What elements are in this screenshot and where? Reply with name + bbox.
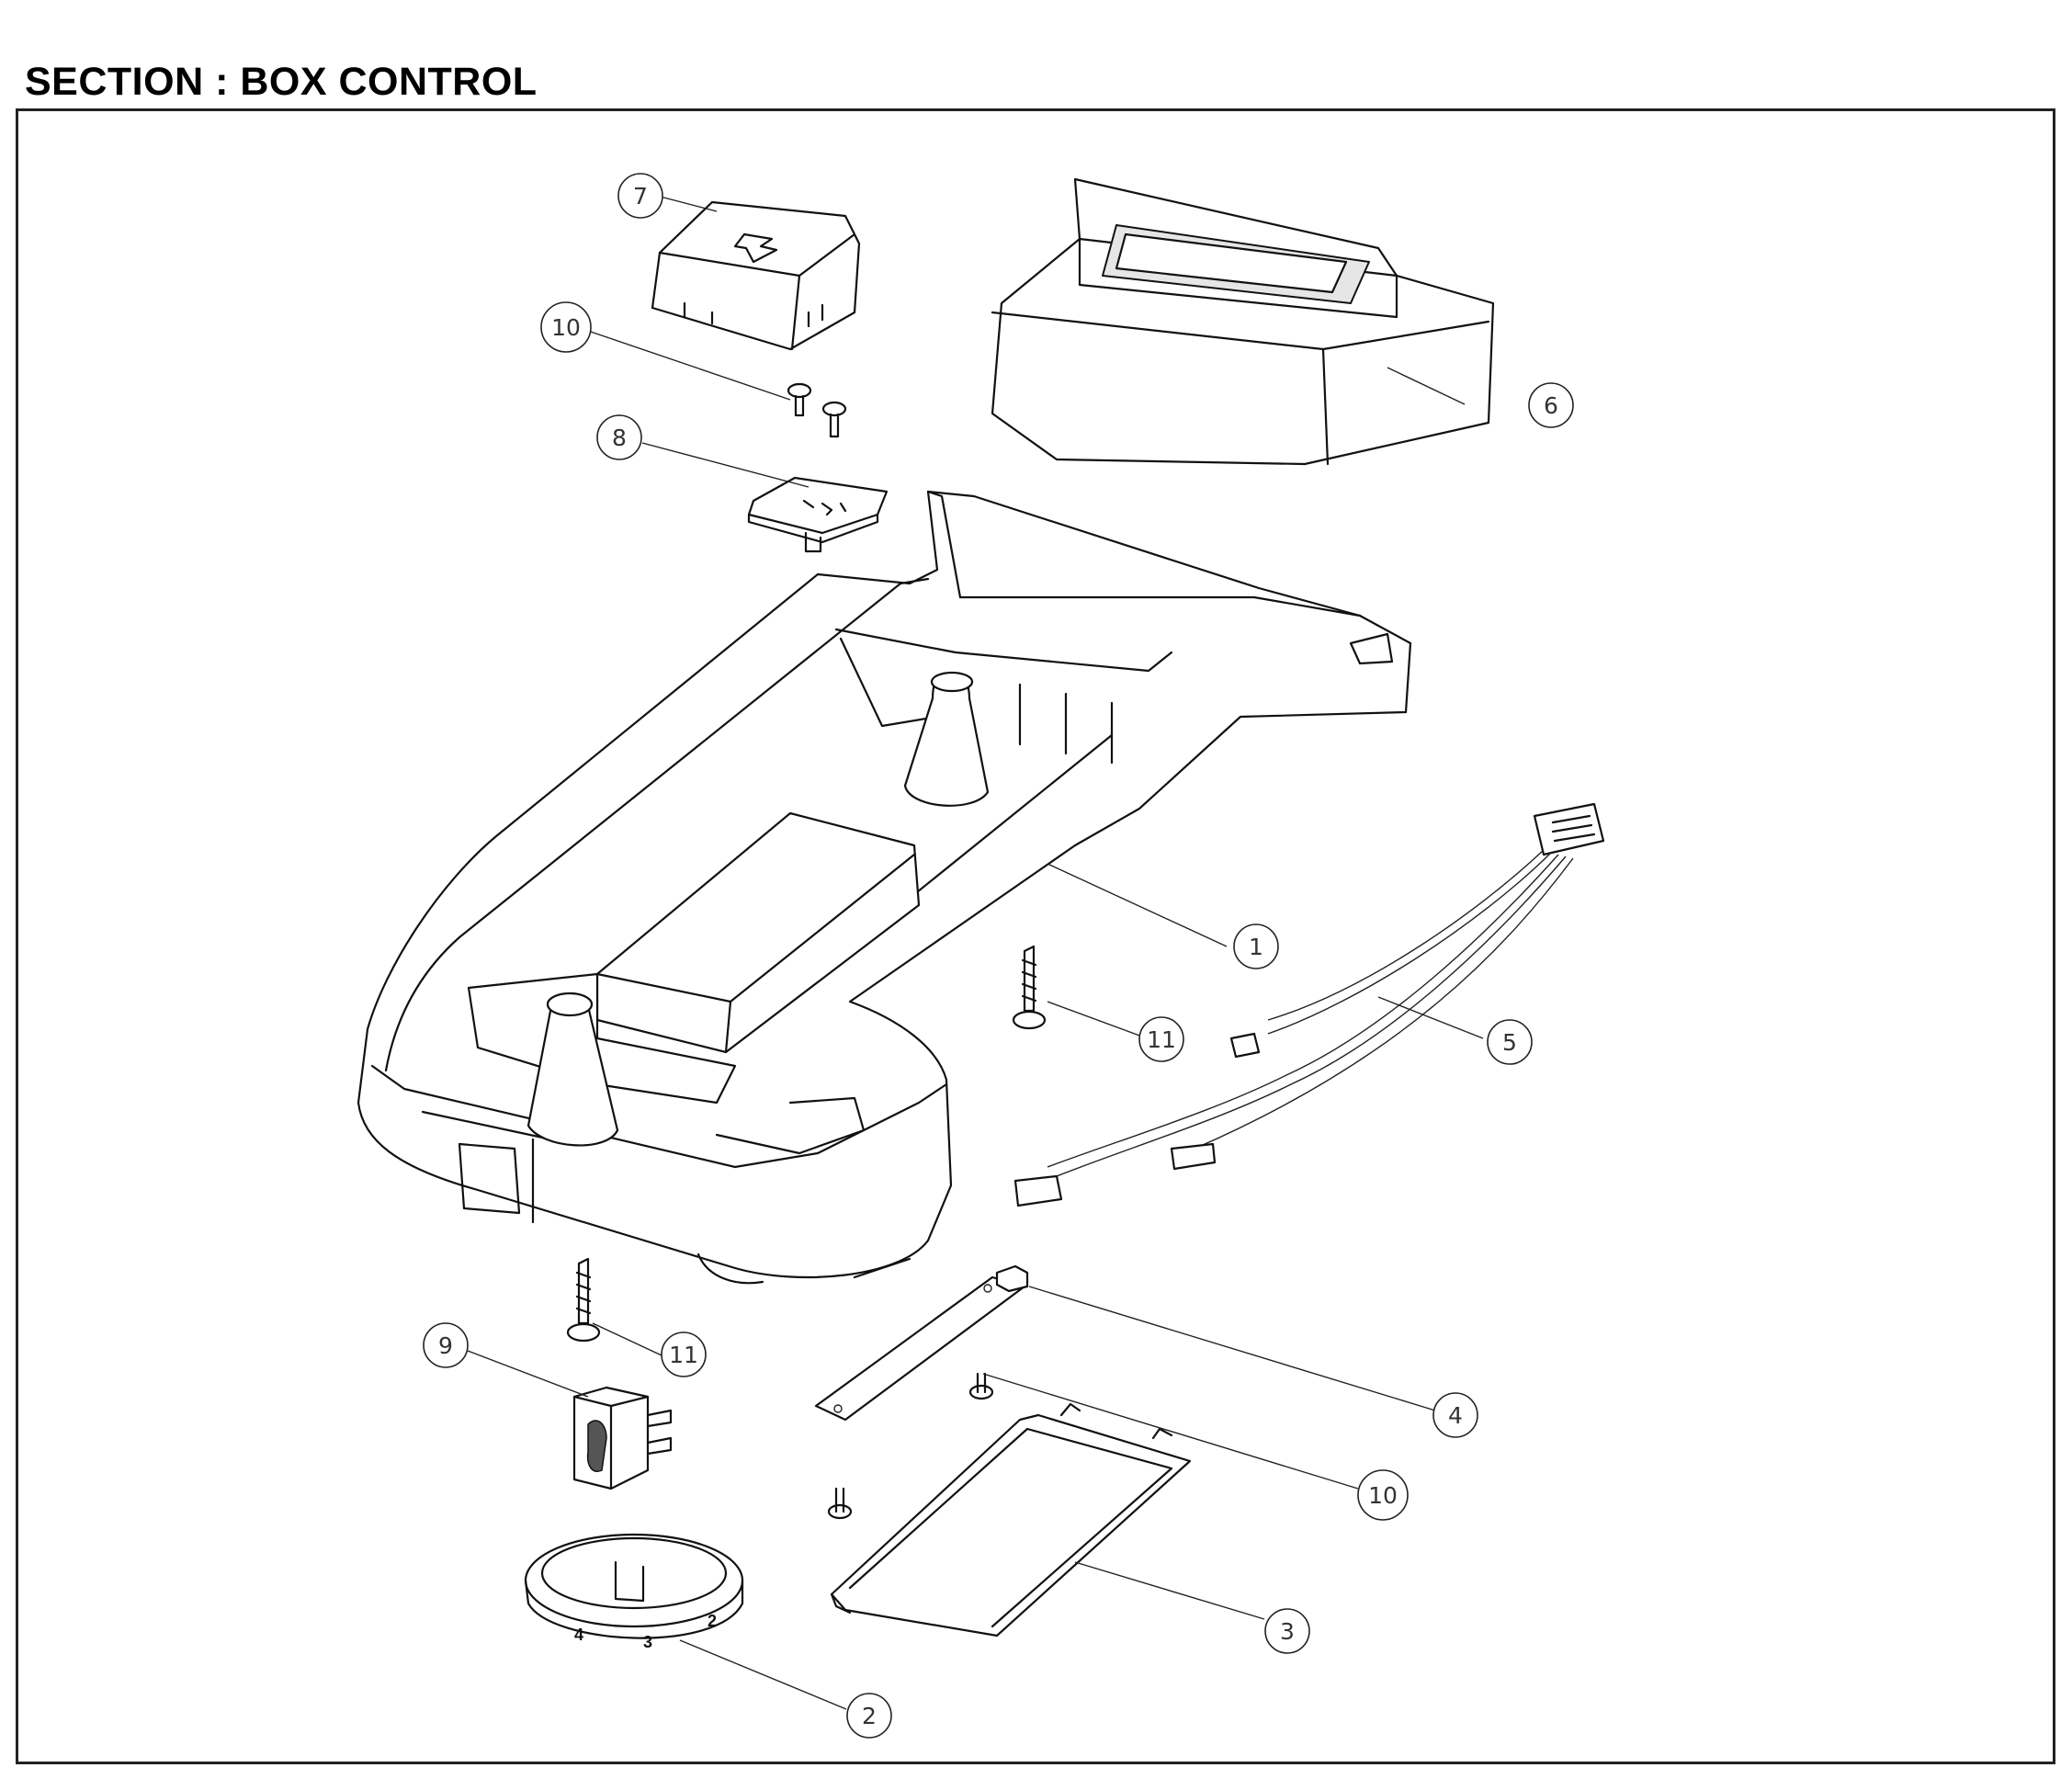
svg-text:3: 3 — [1280, 1618, 1295, 1645]
part-3-tray-lid — [830, 1402, 1192, 1637]
callout-2: 2 — [846, 1693, 892, 1739]
svg-text:1: 1 — [1249, 934, 1263, 960]
dial-numbers: 4 3 2 — [574, 1612, 717, 1651]
callout-5: 5 — [1487, 1019, 1533, 1065]
leader-lines — [467, 194, 1484, 1710]
section-title: SECTION : BOX CONTROL — [25, 60, 538, 104]
svg-text:7: 7 — [633, 183, 648, 210]
part-9-switch — [572, 1386, 673, 1490]
part-2-dial-ring — [524, 1533, 744, 1639]
dial-number-4: 4 — [574, 1626, 583, 1644]
svg-text:11: 11 — [1147, 1026, 1176, 1053]
part-1-base-tray — [357, 490, 1412, 1285]
screw-pair-top — [787, 382, 847, 438]
svg-text:2: 2 — [862, 1703, 877, 1729]
screw-11-left — [566, 1257, 601, 1343]
part-8-circuit-board — [747, 476, 889, 553]
callout-11-right: 11 — [1138, 1016, 1184, 1062]
callout-10-bottom: 10 — [1357, 1469, 1409, 1521]
callout-1: 1 — [1233, 923, 1279, 969]
dial-number-2: 2 — [708, 1612, 717, 1630]
svg-text:8: 8 — [612, 425, 627, 451]
dial-number-3: 3 — [643, 1633, 652, 1651]
callout-8: 8 — [596, 414, 642, 460]
callout-4: 4 — [1432, 1392, 1478, 1438]
diagram-frame — [16, 108, 2055, 1764]
callout-7: 7 — [617, 173, 663, 219]
svg-text:5: 5 — [1502, 1029, 1517, 1056]
part-6-housing-cover — [991, 177, 1495, 466]
svg-text:11: 11 — [669, 1342, 698, 1368]
svg-text:9: 9 — [438, 1332, 453, 1359]
part-7-cover — [651, 200, 861, 351]
callout-10-top: 10 — [540, 301, 592, 353]
callout-6: 6 — [1528, 382, 1574, 428]
part-4-bracket-strip — [814, 1264, 1029, 1422]
screw-11-right — [1012, 945, 1047, 1030]
svg-text:6: 6 — [1544, 392, 1558, 419]
svg-text:10: 10 — [551, 314, 581, 341]
screw-pair-bottom — [827, 1372, 994, 1520]
svg-text:4: 4 — [1448, 1402, 1463, 1429]
part-5-wire-harness — [1013, 802, 1605, 1207]
callout-9: 9 — [423, 1322, 469, 1368]
svg-text:10: 10 — [1368, 1482, 1398, 1509]
callout-11-left: 11 — [661, 1331, 707, 1377]
callout-3: 3 — [1264, 1608, 1310, 1654]
